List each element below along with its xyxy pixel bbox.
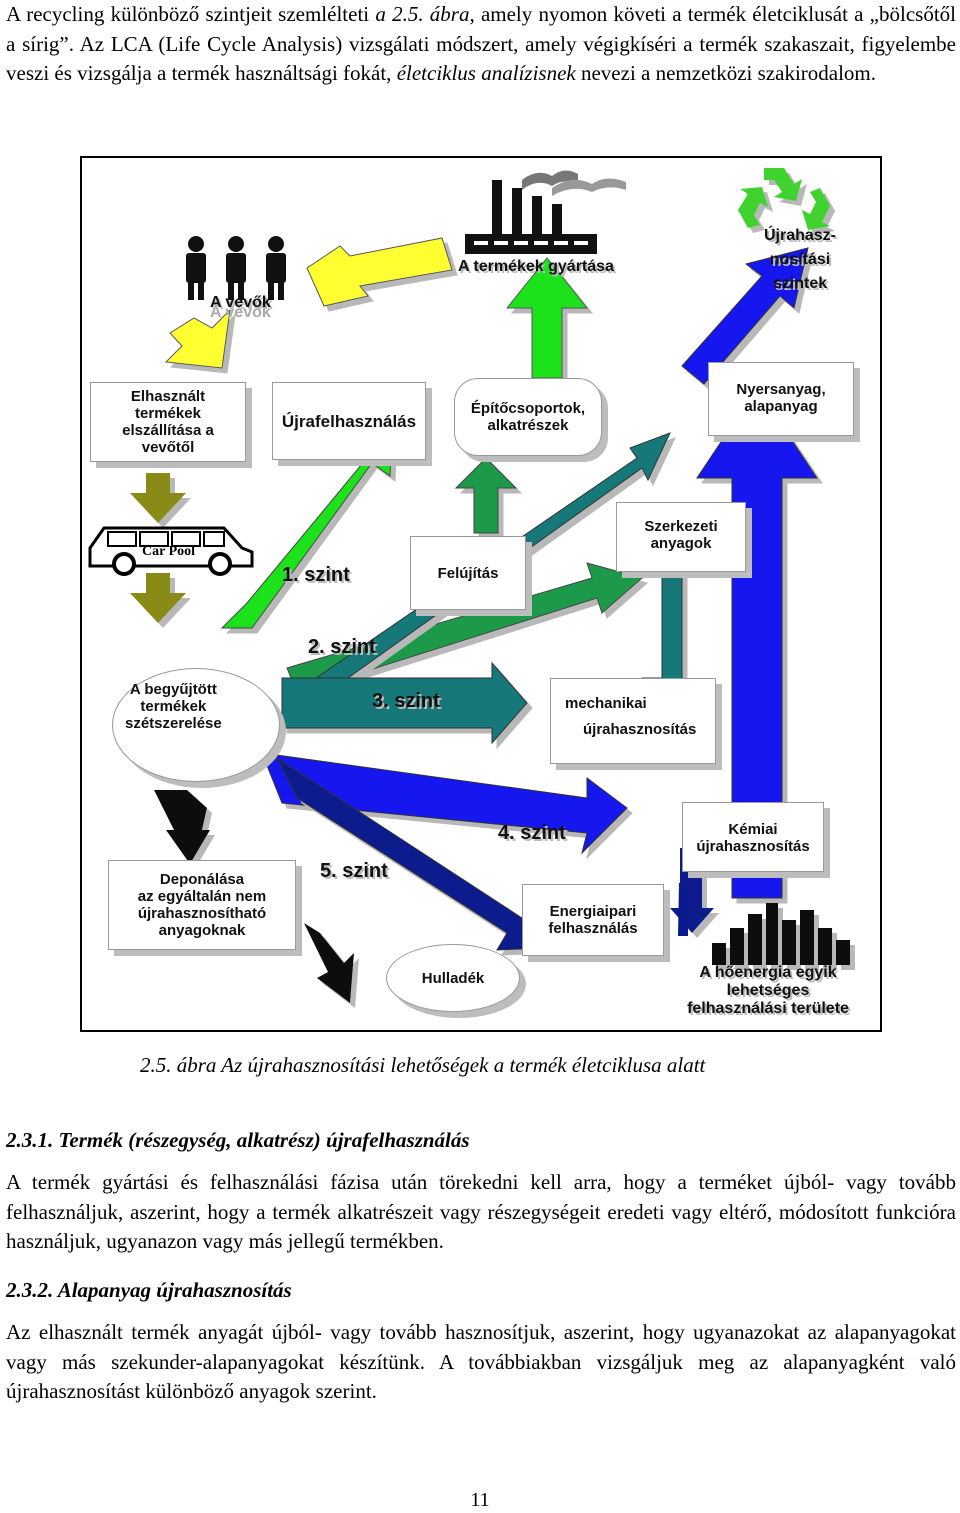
people-icon: [186, 236, 286, 300]
page-number: 11: [470, 1489, 490, 1511]
olive-arrow-down-2: [130, 573, 186, 623]
components-box: Építőcsoportok, alkatrészek: [454, 378, 602, 456]
olive-arrow-down-1: [130, 473, 186, 523]
green-arrow-up-top: [505, 257, 589, 379]
section-heading-2-3-1: 2.3.1. Termék (részegység, alkatrész) új…: [6, 1128, 470, 1152]
used-transport-box: Elhasznált termékek elszállítása a vevőt…: [90, 382, 246, 462]
darkgreen-arrow-up: [454, 457, 518, 534]
refurbish-box: Felújítás: [410, 536, 526, 610]
car-icon: Car Pool: [88, 526, 254, 576]
yellow-arrow-left: [164, 308, 231, 369]
recycling-levels-label: Újrahasz- nosítási szintek: [763, 227, 837, 292]
landfill-box: Deponálása az egyáltalán nem újrahasznos…: [108, 860, 296, 950]
structural-box: Szerkezeti anyagok: [616, 502, 746, 572]
diagram-arrows: Car Pool: [88, 168, 850, 1003]
section-paragraph-2-3-1: A termék gyártási és felhasználási fázis…: [6, 1170, 956, 1253]
reuse-box: Újrafelhasználás: [272, 382, 426, 460]
level3-label: 3. szint: [372, 690, 440, 712]
mechanical-box: mechanikai újrahasznosítás: [550, 678, 716, 764]
yellow-arrow-top: [306, 237, 453, 307]
waste-ellipse: Hulladék: [386, 944, 520, 1012]
black-arrow-waste: [304, 923, 354, 1003]
recycling-lifecycle-diagram: Car Pool A vevők A vevők A termékek gyár…: [80, 156, 882, 1032]
figure-reference: a 2.5. ábra: [375, 2, 470, 26]
raw-material-box: Nyersanyag, alapanyag: [708, 362, 854, 436]
energy-box: Energiaipari felhasználás: [522, 884, 664, 956]
italic-term: életciklus analízisnek: [396, 61, 576, 85]
mechanical-label-2: újrahasznosítás: [583, 721, 697, 738]
level5-label: 5. szint: [320, 860, 388, 882]
car-pool-label: Car Pool: [142, 544, 195, 559]
chemical-box: Kémiai újrahasznosítás: [682, 802, 824, 872]
recycle-icon: [738, 168, 830, 230]
buyers-label: A vevők: [210, 294, 271, 311]
section-heading-2-3-2: 2.3.2. Alapanyag újrahasznosítás: [6, 1278, 292, 1302]
disassembly-ellipse: A begyűjtött termékek szétszerelése: [112, 668, 280, 782]
level1-label: 1. szint: [282, 564, 350, 586]
city-skyline-icon: [712, 903, 850, 965]
section-paragraph-2-3-2: Az elhasznált termék anyagát újból- vagy…: [6, 1320, 956, 1403]
mechanical-label-1: mechanikai: [565, 695, 647, 712]
intro-paragraph: A recycling különböző szintjeit szemlélt…: [6, 2, 956, 85]
heat-energy-label: A hőenergia egyik lehetséges felhasználá…: [687, 964, 849, 1017]
black-arrow-down: [154, 790, 210, 864]
teal-arrow-level3: [281, 661, 528, 745]
navy-arrow-stem: [670, 883, 688, 936]
buyers-shadow-label: A vevők: [210, 304, 271, 321]
level4-label: 4. szint: [498, 822, 566, 844]
level2-label: 2. szint: [308, 636, 376, 658]
factory-icon: [465, 170, 626, 254]
figure-caption: 2.5. ábra Az újrahasznosítási lehetősége…: [140, 1053, 706, 1077]
manufacturing-label: A termékek gyártása: [458, 258, 614, 275]
